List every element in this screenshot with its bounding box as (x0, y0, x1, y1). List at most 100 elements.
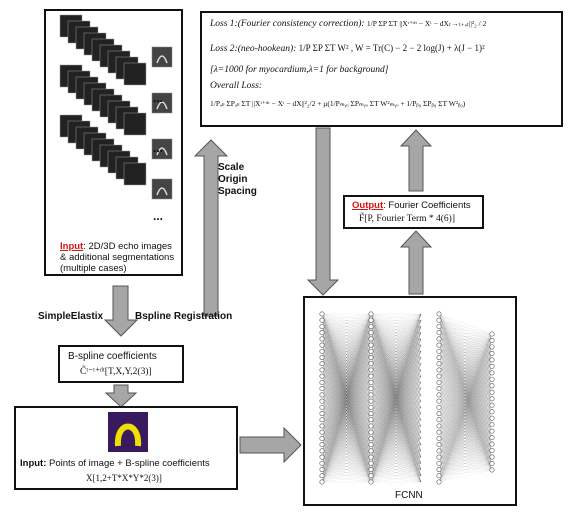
loss2-line: Loss 2:(neo-hookean): 1/P ΣP ΣT W² , W =… (210, 43, 485, 54)
fcnn-node (436, 404, 442, 410)
fcnn-node (319, 429, 325, 435)
fcnn-node (436, 330, 442, 336)
scale-label: Scale (218, 162, 245, 173)
fcnn-node (319, 379, 325, 385)
fcnn-node (319, 479, 325, 485)
fcnn-node (368, 429, 374, 435)
fcnn-node (436, 467, 442, 473)
fcnn-node (368, 460, 374, 466)
fcnn-node (436, 398, 442, 404)
points-input-desc: Points of image + B-spline coefficients (46, 458, 210, 469)
fcnn-node (489, 402, 495, 408)
overall-loss-formula: 1/Pₐₗₗ ΣPₐₗₗ ΣT ||Xᵗ⁺ᵈᵗ − Xᵗ − dX||²₂/2 … (210, 99, 466, 108)
spacing-label: Spacing (218, 186, 257, 197)
arrow-up-loss (399, 129, 433, 192)
fcnn-node (319, 448, 325, 454)
fcnn-node (368, 392, 374, 398)
fcnn-node (319, 311, 325, 317)
fcnn-node (319, 323, 325, 329)
bspline-registration-label: Bspline Registration (135, 311, 233, 322)
fcnn-node (436, 479, 442, 485)
fcnn-node (368, 361, 374, 367)
fcnn-node (436, 336, 442, 342)
loss-functions-box: Loss 1:(Fourier consistency correction):… (200, 11, 563, 127)
fcnn-node (489, 435, 495, 441)
fcnn-node (436, 417, 442, 423)
segmentation-image (108, 412, 148, 452)
fcnn-node (368, 442, 374, 448)
arrow-up-output (399, 230, 433, 295)
fcnn-node (436, 355, 442, 361)
fcnn-node (368, 336, 374, 342)
fcnn-node (489, 389, 495, 395)
fcnn-node (436, 454, 442, 460)
fcnn-node (436, 323, 442, 329)
input-desc-line1: : 2D/3D echo images (83, 241, 172, 252)
simpleelastix-label: SimpleElastix (38, 311, 104, 322)
fcnn-node (489, 461, 495, 467)
fcnn-node (436, 386, 442, 392)
fcnn-node (489, 370, 495, 376)
fcnn-node (319, 336, 325, 342)
fcnn-connections (321, 313, 493, 483)
fcnn-node (368, 398, 374, 404)
fcnn-node (489, 422, 495, 428)
fcnn-node (368, 386, 374, 392)
arrow-right-fcnn (239, 426, 302, 464)
fcnn-node (436, 317, 442, 323)
fcnn-node (319, 330, 325, 336)
fcnn-node (368, 404, 374, 410)
points-input-formula: X[1,2+T*X*Y*2(3)] (86, 473, 162, 483)
fcnn-node (319, 398, 325, 404)
points-input-box: Input: Points of image + B-spline coeffi… (14, 406, 238, 490)
fcnn-node (319, 473, 325, 479)
fcnn-node (319, 342, 325, 348)
fcnn-node (436, 423, 442, 429)
points-input-text: Input: Points of image + B-spline coeffi… (20, 458, 210, 469)
fcnn-node (368, 323, 374, 329)
overall-loss-label: Overall Loss: (210, 81, 262, 91)
fcnn-node (489, 337, 495, 343)
fcnn-node (368, 367, 374, 373)
fcnn-node (436, 448, 442, 454)
arrow-down-small (104, 384, 138, 408)
arrow-down-loss (306, 127, 340, 296)
fcnn-node (319, 460, 325, 466)
fcnn-box: FCNN (303, 296, 517, 506)
ellipsis-row-3: ... (153, 209, 164, 223)
input-desc-line3: (multiple cases) (60, 263, 127, 274)
fcnn-node (319, 367, 325, 373)
fcnn-node (368, 423, 374, 429)
fcnn-node (489, 363, 495, 369)
fcnn-node (489, 448, 495, 454)
fcnn-node (368, 379, 374, 385)
fcnn-node (368, 355, 374, 361)
bspline-title: B-spline coefficients (68, 351, 157, 362)
fcnn-node (319, 355, 325, 361)
fcnn-node (319, 386, 325, 392)
input-description: Input: 2D/3D echo images & additional se… (60, 241, 174, 274)
fcnn-label: FCNN (395, 490, 423, 501)
fcnn-node (368, 342, 374, 348)
output-desc: : Fourier Coefficients (383, 200, 471, 211)
output-text: Output: Fourier Coefficients (352, 200, 471, 211)
loss1-label: Loss 1:(Fourier consistency correction): (210, 19, 365, 29)
fcnn-node (368, 435, 374, 441)
fcnn-node (319, 442, 325, 448)
ellipsis-row-2: ... (153, 141, 164, 155)
output-box: Output: Fourier Coefficients F̃[P, Fouri… (343, 195, 484, 229)
points-input-bold: Input: (20, 458, 47, 469)
loss2-label: Loss 2:(neo-hookean): (210, 44, 297, 54)
fcnn-node (368, 373, 374, 379)
lambda-note: [λ=1000 for myocardium,λ=1 for backgroun… (210, 65, 389, 75)
input-word: Input (60, 241, 84, 252)
arrow-up-scale (193, 139, 229, 317)
fcnn-node (368, 467, 374, 473)
fcnn-node (368, 348, 374, 354)
fcnn-node (368, 417, 374, 423)
fcnn-node (319, 411, 325, 417)
fcnn-node (368, 311, 374, 317)
loss1-line: Loss 1:(Fourier consistency correction):… (210, 19, 486, 29)
